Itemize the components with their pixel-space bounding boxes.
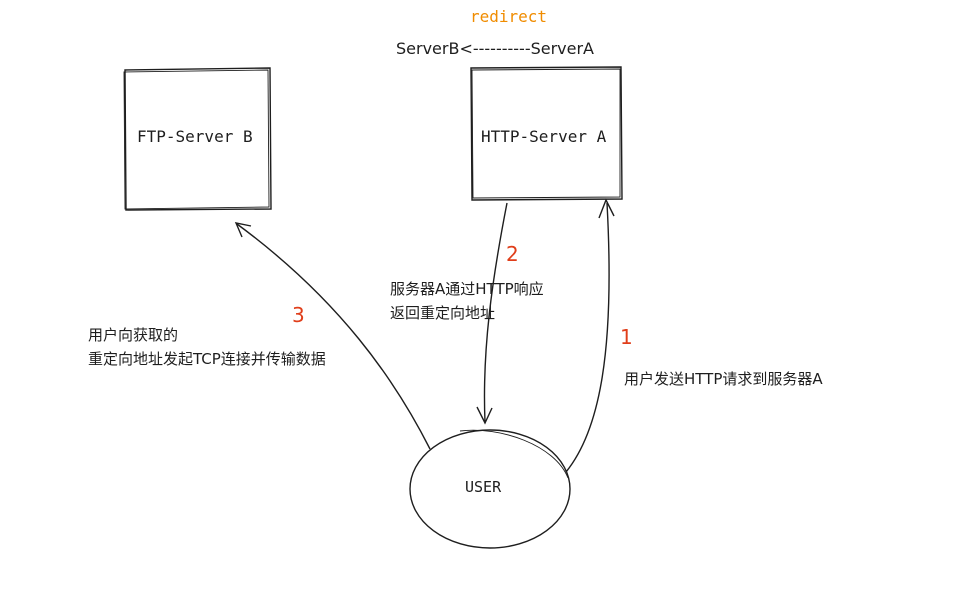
step-2-text-line-2: 返回重定向地址 — [390, 304, 496, 322]
step-1-text: 用户发送HTTP请求到服务器A — [624, 370, 823, 388]
arrow-step-2 — [476, 202, 508, 425]
redirect-title: redirect — [470, 7, 548, 26]
step-1-number: 1 — [620, 325, 633, 349]
ftp-server-label: FTP-Server B — [137, 127, 253, 146]
arrow-step-3 — [234, 222, 431, 450]
arrow-step-1 — [565, 198, 615, 473]
step-2-number: 2 — [506, 242, 519, 266]
user-label: USER — [465, 478, 502, 496]
http-server-box — [470, 66, 623, 201]
step-2-text-line-1: 服务器A通过HTTP响应 — [390, 280, 544, 298]
step-3-text-line-1: 用户向获取的 — [88, 326, 179, 344]
http-server-label: HTTP-Server A — [481, 127, 607, 146]
ftp-server-box — [123, 67, 272, 211]
redirect-flow-text: ServerB<----------ServerA — [396, 39, 594, 58]
user-ellipse — [409, 429, 571, 549]
step-3-number: 3 — [292, 303, 305, 327]
step-3-text-line-2: 重定向地址发起TCP连接并传输数据 — [88, 350, 326, 368]
